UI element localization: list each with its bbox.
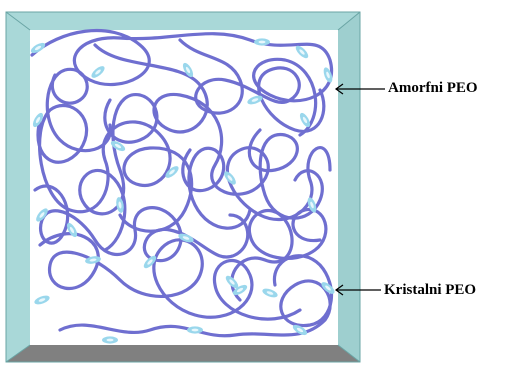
annotation-arrows bbox=[334, 83, 385, 296]
container-interior bbox=[30, 30, 338, 345]
amorphous-peo-label: Amorfni PEO bbox=[388, 80, 478, 96]
chain-4 bbox=[38, 232, 302, 321]
crystal-segment-core bbox=[95, 69, 101, 75]
crystal-segment-core bbox=[310, 201, 314, 209]
arrow-left-icon bbox=[334, 83, 385, 95]
crystal-segment-core bbox=[299, 49, 305, 55]
crystalline-segments bbox=[30, 38, 335, 344]
arrow-left-icon bbox=[334, 284, 381, 296]
crystal-segment-core bbox=[38, 298, 46, 302]
left-wall bbox=[6, 12, 30, 362]
crystal-segment-core bbox=[35, 116, 41, 124]
polymer-chains bbox=[30, 28, 334, 338]
crystal-segment-core bbox=[182, 236, 190, 240]
crystal-segment-core bbox=[185, 66, 191, 74]
crystal-segment-core bbox=[302, 116, 308, 124]
crystal-segment-core bbox=[229, 279, 235, 285]
chain-10 bbox=[247, 128, 324, 220]
bottom-wall bbox=[6, 345, 360, 362]
crystal-segment-core bbox=[169, 169, 175, 175]
crystal-segment-core bbox=[114, 143, 122, 149]
chain-9 bbox=[78, 93, 159, 252]
crystal-segment-core bbox=[89, 258, 97, 262]
crystal-segment-core bbox=[147, 259, 153, 265]
crystal-segment-core bbox=[191, 328, 199, 332]
chain-11 bbox=[45, 67, 112, 153]
crystal-segment-core bbox=[39, 212, 45, 218]
crystal-segment-core bbox=[227, 175, 233, 181]
chain-1 bbox=[30, 28, 334, 137]
chain-6 bbox=[178, 38, 326, 133]
chain-8 bbox=[230, 207, 328, 302]
crystal-segment-core bbox=[266, 291, 274, 295]
top-wall bbox=[6, 12, 360, 30]
crystal-segment-core bbox=[326, 71, 330, 79]
chain-7 bbox=[33, 184, 250, 263]
right-wall bbox=[338, 12, 360, 362]
crystalline-peo-label: Kristalni PEO bbox=[384, 282, 477, 298]
crystal-segment-core bbox=[106, 338, 114, 342]
chain-5 bbox=[58, 254, 334, 338]
crystal-segment-core bbox=[34, 45, 42, 51]
crystal-segment-core bbox=[325, 285, 331, 291]
crystal-segment-core bbox=[69, 226, 75, 234]
crystal-segment-core bbox=[296, 327, 304, 333]
crystal-segment-core bbox=[251, 98, 259, 102]
crystal-segment-core bbox=[258, 40, 266, 44]
crystal-segment-core bbox=[236, 287, 244, 293]
chain-12 bbox=[181, 146, 252, 230]
crystal-segment-core bbox=[118, 201, 122, 209]
